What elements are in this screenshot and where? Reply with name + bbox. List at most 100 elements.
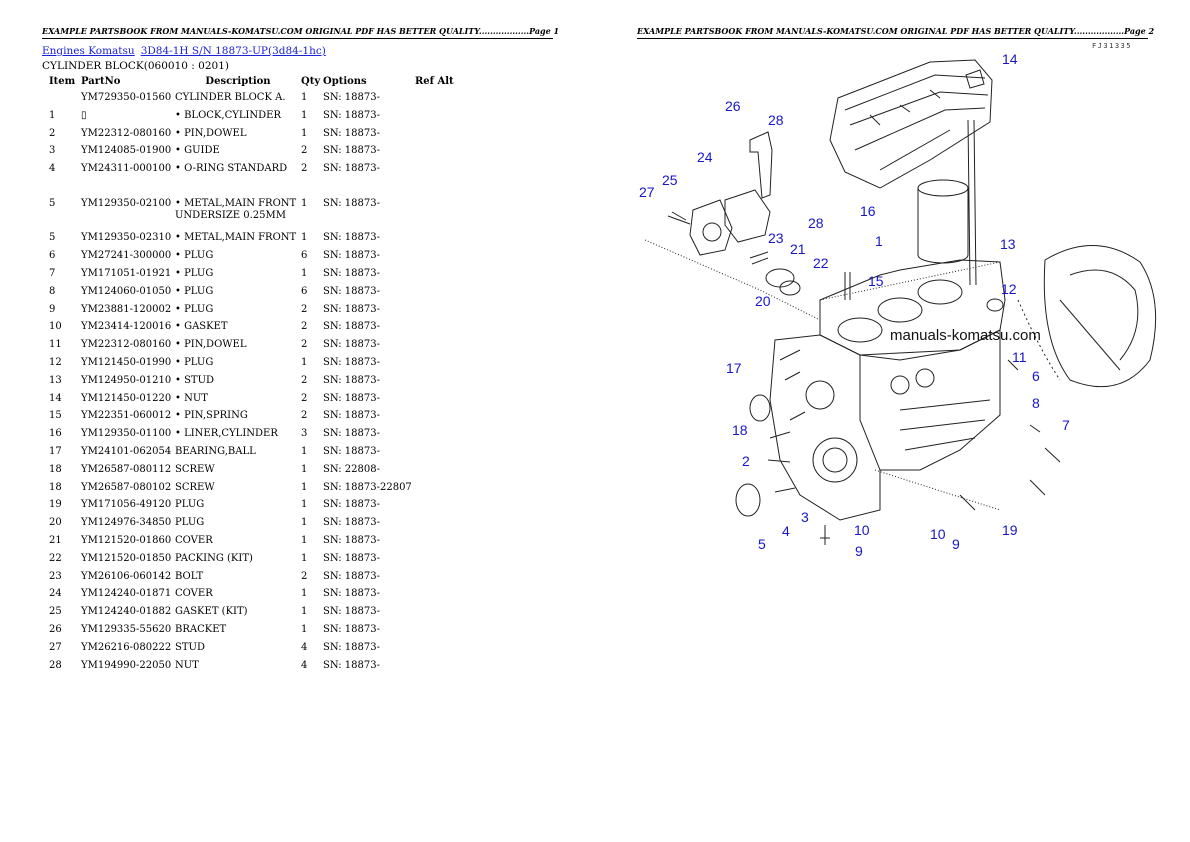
cell-options: SN: 18873- (323, 623, 380, 635)
cell-options: SN: 18873- (323, 285, 380, 297)
cell-item: 5 (49, 197, 56, 209)
cell-options: SN: 18873- (323, 552, 380, 564)
cell-partno: YM26587-080112 (81, 463, 172, 475)
callout-22: 22 (813, 255, 829, 271)
cell-description: PLUG (175, 517, 205, 529)
cell-item: 28 (49, 659, 62, 671)
cell-options: SN: 18873- (323, 250, 380, 262)
cell-options: SN: 18873- (323, 641, 380, 653)
cell-options: SN: 18873- (323, 374, 380, 386)
cell-item: 17 (49, 445, 62, 457)
cell-partno: YM24311-000100 (81, 163, 172, 175)
cell-item: 25 (49, 606, 62, 618)
cell-description: BOLT (175, 570, 204, 582)
callout-20: 20 (755, 293, 771, 309)
cell-item: 27 (49, 641, 62, 653)
cell-qty: 1 (301, 552, 308, 564)
breadcrumb-link-model[interactable]: 3D84-1H S/N 18873-UP(3d84-1hc) (140, 45, 326, 57)
cell-description: • GASKET (175, 321, 228, 333)
cell-description: • BLOCK,CYLINDER (175, 109, 282, 121)
callout-28: 28 (768, 112, 784, 128)
block-side (859, 329, 1001, 471)
cell-options: SN: 18873- (323, 267, 380, 279)
diagram-page: EXAMPLE PARTSBOOK FROM MANUALS-KOMATSU.C… (595, 0, 1190, 842)
bracket (749, 131, 773, 199)
callout-26: 26 (725, 98, 741, 114)
callout-1: 1 (875, 233, 883, 249)
cell-qty: 1 (301, 197, 308, 209)
block-top (819, 259, 1006, 361)
cell-description: • GUIDE (175, 145, 220, 157)
col-header-ref-alt: Ref Alt (415, 76, 454, 87)
cell-partno: YM124240-01882 (81, 606, 172, 618)
cell-qty: 1 (301, 92, 308, 103)
cell-options: SN: 18873- (323, 588, 380, 600)
cell-description: • PIN,SPRING (175, 410, 248, 422)
cell-description: BRACKET (175, 623, 227, 635)
callout-8: 8 (1032, 395, 1040, 411)
callout-4: 4 (782, 523, 790, 539)
cell-description: GASKET (KIT) (175, 606, 248, 618)
cell-partno: YM22351-060012 (81, 410, 172, 422)
cell-item: 21 (49, 534, 62, 546)
callout-18: 18 (732, 422, 748, 438)
cell-partno: YM124950-01210 (81, 374, 172, 386)
cell-options: SN: 18873- (323, 303, 380, 315)
cell-item: 9 (49, 303, 56, 315)
cell-qty: 1 (301, 534, 308, 546)
callout-9: 9 (952, 536, 960, 552)
cylinder-liner (917, 188, 969, 264)
cell-options: SN: 18873- (323, 145, 380, 157)
cell-options: SN: 18873- (323, 197, 380, 209)
cell-description: COVER (175, 534, 213, 546)
callout-9: 9 (855, 543, 863, 559)
cell-item: 6 (49, 250, 56, 262)
cell-options: SN: 18873- (323, 163, 380, 175)
cell-qty: 2 (301, 410, 308, 422)
cell-options: SN: 18873-22807 (323, 481, 412, 493)
cell-item: 12 (49, 356, 62, 368)
cell-options: SN: 18873- (323, 534, 380, 546)
cell-description: PLUG (175, 499, 205, 511)
cell-description: • PIN,DOWEL (175, 339, 247, 351)
callout-15: 15 (868, 273, 884, 289)
cell-description: • PLUG (175, 250, 214, 262)
callout-5: 5 (758, 536, 766, 552)
cell-partno: YM121520-01850 (81, 552, 172, 564)
cell-partno: YM26587-080102 (81, 481, 172, 493)
cell-qty: 2 (301, 374, 308, 386)
cell-partno: YM124976-34850 (81, 517, 172, 529)
callout-3: 3 (801, 509, 809, 525)
cell-qty: 6 (301, 250, 308, 262)
cell-item: 2 (49, 127, 56, 139)
cell-partno: YM121520-01860 (81, 534, 172, 546)
engine-drawing (644, 59, 1157, 545)
cell-item: 24 (49, 588, 62, 600)
cell-qty: 1 (301, 127, 308, 139)
cell-options: SN: 18873- (323, 428, 380, 440)
side-cover (724, 189, 771, 243)
callout-2: 2 (742, 453, 750, 469)
cell-item: 5 (49, 232, 56, 244)
cell-item: 7 (49, 267, 56, 279)
callout-16: 16 (860, 203, 876, 219)
breadcrumb-link-engines[interactable]: Engines Komatsu (42, 45, 135, 57)
cell-partno: YM129350-01100 (81, 428, 172, 440)
cell-item: 11 (49, 339, 62, 351)
cell-qty: 4 (301, 641, 308, 653)
col-header-qty: Qty (301, 76, 321, 87)
cell-partno: YM124085-01900 (81, 145, 172, 157)
